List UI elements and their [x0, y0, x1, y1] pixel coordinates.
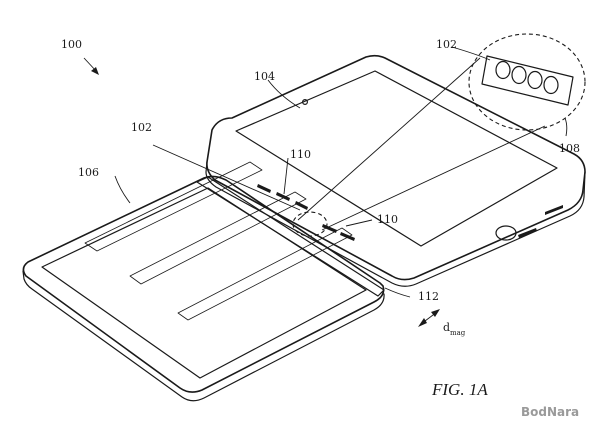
watermark: BodNara: [521, 405, 579, 419]
projection-line-upper: [297, 57, 481, 221]
leader-112: [384, 287, 411, 298]
detail-dashed-circle: [468, 33, 586, 131]
label-112: 112: [418, 290, 439, 303]
dmag-arrowhead-low: [418, 318, 427, 327]
projection-line-lower: [321, 125, 546, 231]
leader-106: [114, 175, 131, 204]
detail-magnet-circles: [495, 60, 559, 95]
cover-hinge: [196, 176, 385, 297]
tablet-device: [205, 54, 586, 287]
leader-110-lower: [345, 219, 373, 227]
leader-104: [267, 79, 301, 109]
label-104: 104: [254, 70, 275, 83]
hinge-dashed-circle: [292, 211, 328, 237]
leader-102-top: [451, 46, 491, 61]
label-102-top: 102: [436, 38, 457, 51]
tablet-side-edge: [205, 161, 586, 287]
smart-cover: [22, 161, 385, 402]
leader-108: [564, 117, 568, 137]
tablet-outer-body: [206, 54, 586, 281]
hinge-magnet-strip: [257, 184, 355, 241]
label-106: 106: [78, 166, 99, 179]
dmag-arrowhead-high: [431, 309, 440, 317]
label-100: 100: [61, 38, 82, 51]
label-dmag-subscript: mag: [450, 329, 466, 337]
reference-labels: 100 102 102 104 106 108 110 110 112 d ma…: [61, 38, 580, 337]
label-110-lower: 110: [377, 213, 398, 226]
cover-inner-border: [41, 187, 367, 379]
label-dmag: d: [443, 321, 450, 334]
tablet-screen: [235, 70, 558, 247]
cover-fold-lines: [84, 161, 353, 321]
camera-dot: [302, 98, 309, 105]
home-button: [495, 225, 517, 241]
magnified-detail: [292, 33, 586, 237]
cover-side-edge: [22, 270, 385, 402]
side-switch: [545, 205, 563, 215]
arrowhead-100: [91, 67, 99, 75]
label-108: 108: [559, 142, 580, 155]
label-102-left: 102: [131, 121, 152, 134]
leader-110-upper: [283, 157, 289, 195]
figure-caption: FIG. 1A: [431, 380, 488, 399]
leader-102-left: [152, 144, 301, 211]
label-110-upper: 110: [290, 148, 311, 161]
volume-button: [518, 228, 537, 238]
detail-magnet-housing: [481, 55, 574, 106]
cover-outer: [22, 175, 385, 393]
leader-lines: [83, 46, 568, 327]
